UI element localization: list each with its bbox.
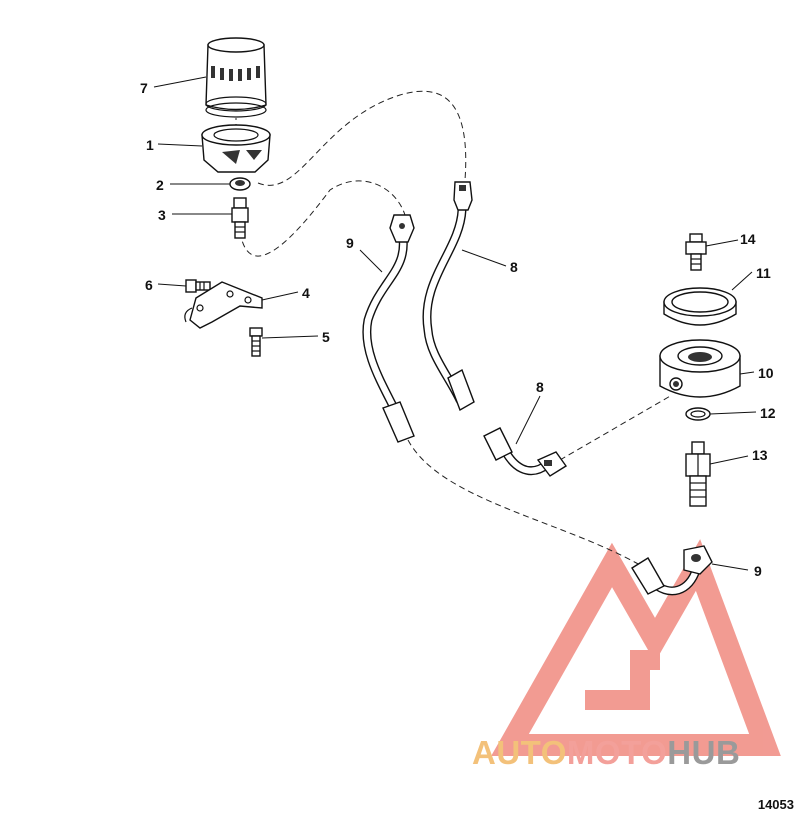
oil-filter-part-7 (205, 37, 267, 118)
callout-9-upper: 9 (346, 235, 354, 251)
callout-5: 5 (322, 329, 330, 345)
callout-8-lower: 8 (536, 379, 544, 395)
callout-3: 3 (158, 207, 166, 223)
hose-part-8-lower (483, 427, 568, 477)
adapter-block-part-10 (659, 339, 741, 398)
callout-4: 4 (302, 285, 310, 301)
screw-part-5 (249, 327, 263, 357)
fitting-part-14 (685, 233, 707, 271)
watermark-hub: HUB (667, 734, 741, 771)
callout-7: 7 (140, 80, 148, 96)
o-ring-part-12 (685, 407, 711, 421)
callout-14: 14 (740, 231, 756, 247)
watermark-auto: AUTO (472, 734, 567, 771)
assembly-lines (235, 90, 673, 566)
gasket-part-11 (663, 287, 737, 326)
bracket-part-4 (184, 281, 263, 329)
hose-part-9-upper (362, 214, 415, 443)
callout-12: 12 (760, 405, 776, 421)
watermark-moto: MOTO (566, 734, 668, 771)
fitting-part-13 (685, 441, 711, 507)
watermark-text: AUTOMOTOHUB (472, 734, 740, 772)
callout-11: 11 (756, 265, 771, 281)
diagram-id: 14053 (757, 797, 794, 812)
callout-10: 10 (758, 365, 774, 381)
hose-part-9-lower (631, 545, 713, 596)
watermark-logo (491, 539, 781, 756)
leader-lines (153, 76, 757, 571)
callout-9-lower: 9 (754, 563, 762, 579)
callout-13: 13 (752, 447, 768, 463)
fitting-part-3 (231, 197, 249, 239)
callout-6: 6 (145, 277, 153, 293)
callout-1: 1 (146, 137, 154, 153)
bolt-part-6 (185, 279, 211, 293)
callout-8-upper: 8 (510, 259, 518, 275)
callout-2: 2 (156, 177, 164, 193)
washer-part-2 (229, 177, 251, 191)
hose-part-8-upper (422, 181, 475, 412)
callout-labels: 7 1 2 3 6 4 5 9 8 14 11 10 12 13 8 9 (140, 80, 776, 579)
filter-adapter-part-1 (201, 124, 271, 173)
